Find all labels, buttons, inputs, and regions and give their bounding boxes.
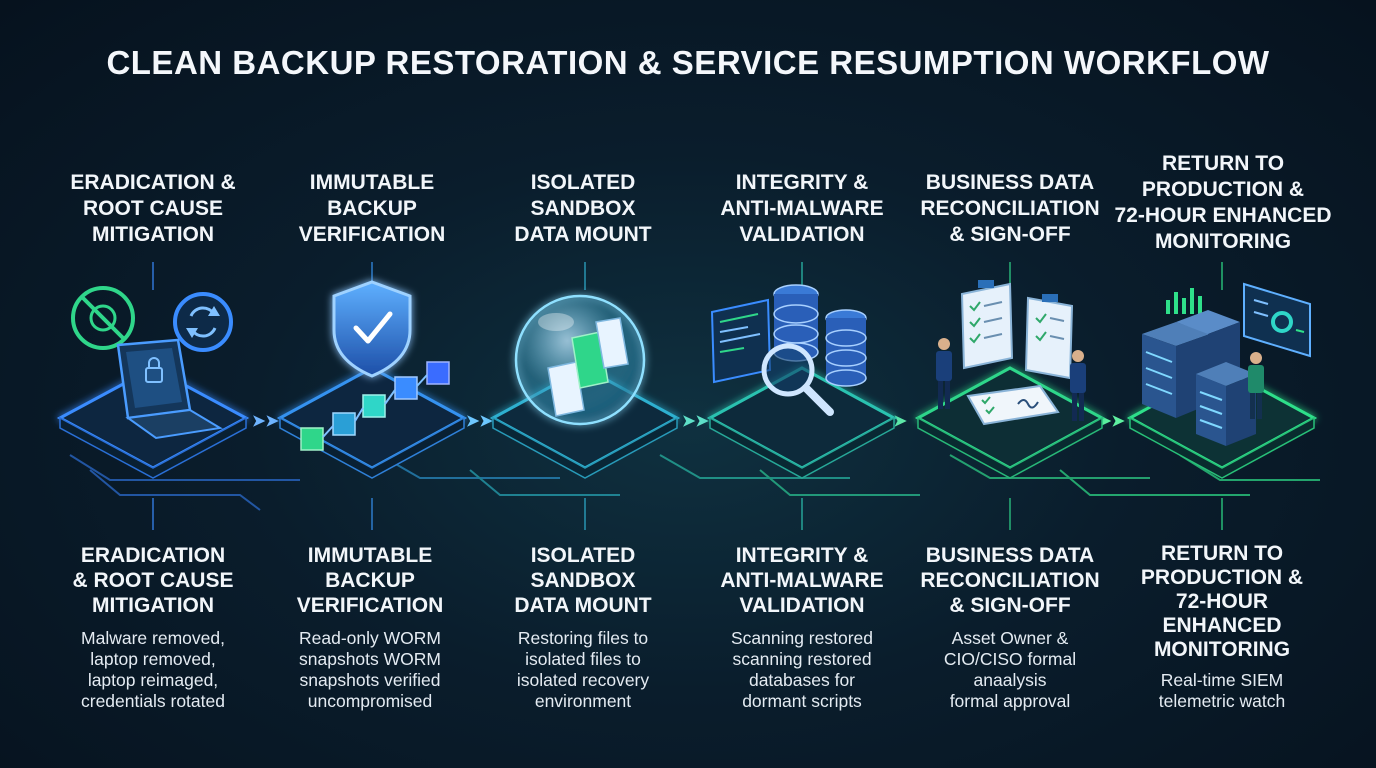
bar-graph-icon: [1166, 288, 1202, 314]
flow-connector: [40, 407, 1336, 433]
cube-chain: [300, 361, 450, 451]
step-1-description: Malware removed, laptop removed, laptop …: [81, 628, 225, 711]
magnifier-icon: [761, 343, 834, 416]
step-2-top-label: IMMUTABLE BACKUP VERIFICATION: [298, 171, 446, 246]
step-4-top-label: INTEGRITY & ANTI-MALWARE VALIDATION: [720, 171, 884, 246]
step-5-title: BUSINESS DATA RECONCILIATION & SIGN-OFF: [920, 544, 1100, 617]
step-4-title: INTEGRITY & ANTI-MALWARE VALIDATION: [720, 544, 884, 617]
sandbox-bubble-icon: [514, 294, 646, 426]
step-4-description: Scanning restored scanning restored data…: [730, 628, 874, 711]
platform-2: [276, 366, 468, 479]
page-title: CLEAN BACKUP RESTORATION & SERVICE RESUM…: [106, 44, 1270, 81]
server-monitoring-icon: [1142, 282, 1311, 446]
arrow-3: ➤➤: [682, 413, 709, 430]
step-3-title: ISOLATED SANDBOX DATA MOUNT: [514, 544, 652, 617]
step-1-top-label: ERADICATION & ROOT CAUSE MITIGATION: [70, 171, 236, 246]
server-rack-icon: [1142, 310, 1256, 446]
person-icon: [936, 338, 952, 409]
step-3-top-label: ISOLATED SANDBOX DATA MOUNT: [514, 171, 652, 246]
step-6-top-label: RETURN TO PRODUCTION & 72-HOUR ENHANCED …: [1114, 152, 1332, 253]
arrow-2: ➤➤: [466, 413, 493, 430]
laptop-malware-removal-icon: [71, 286, 233, 440]
document-icon: [547, 317, 629, 417]
step-1-title: ERADICATION & ROOT CAUSE MITIGATION: [72, 544, 234, 617]
circuit-traces: [69, 454, 1320, 511]
step-6-description: Real-time SIEM telemetric watch: [1158, 670, 1286, 711]
step-2-description: Read-only WORM snapshots WORM snapshots …: [299, 628, 441, 711]
step-3-description: Restoring files to isolated files to iso…: [516, 628, 650, 711]
database-scan-icon: [710, 284, 867, 416]
arrow-1: ➤➤: [252, 413, 279, 430]
platforms: [56, 366, 1318, 479]
clipboard-signoff-icon: [936, 280, 1086, 426]
person-icon: [1070, 350, 1086, 421]
step-6-title: RETURN TO PRODUCTION & 72-HOUR ENHANCED …: [1140, 542, 1304, 661]
shield-check-icon: [300, 280, 450, 451]
step-5-description: Asset Owner & CIO/CISO formal anaalysis …: [943, 628, 1077, 711]
monitor-dashboard-icon: [1243, 282, 1311, 358]
arrow-5: ➤➤: [1098, 413, 1125, 430]
step-5-top-label: BUSINESS DATA RECONCILIATION & SIGN-OFF: [920, 171, 1100, 246]
person-icon: [1248, 352, 1264, 419]
step-2-title: IMMUTABLE BACKUP VERIFICATION: [296, 544, 444, 617]
